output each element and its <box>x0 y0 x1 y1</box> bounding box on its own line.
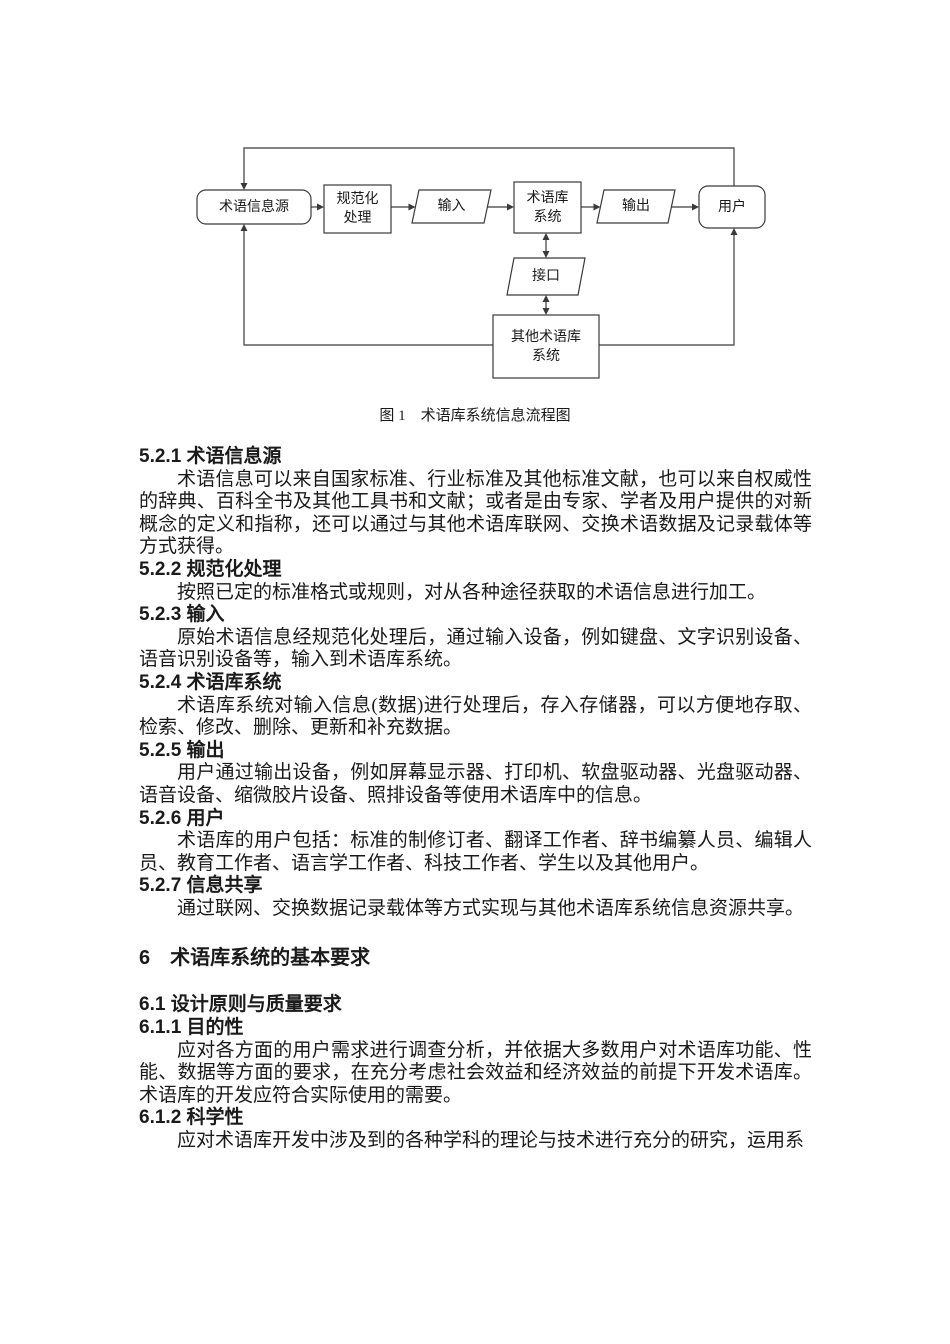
section-5-2-6: 5.2.6 用户 术语库的用户包括：标准的制修订者、翻译工作者、辞书编纂人员、编… <box>139 808 812 876</box>
output-node-shape <box>596 189 676 224</box>
arrow-into-normalize <box>317 203 324 211</box>
section-5-2-1: 5.2.1 术语信息源 术语信息可以来自国家标准、行业标准及其他标准文献，也可以… <box>139 446 812 559</box>
line-other-to-user <box>599 235 735 346</box>
information-flow-diagram: 术语信息源 规范化 处理 输入 术语库 系统 输出 用户 接口 其他术语库 系统 <box>139 145 811 391</box>
interface-node-shape <box>506 257 586 296</box>
section-heading: 6.1.2 科学性 <box>139 1107 244 1129</box>
arrow-into-source-bottom <box>240 224 248 231</box>
section-heading: 5.2.4 术语库系统 <box>139 671 282 693</box>
section-5-2-4: 5.2.4 术语库系统 术语库系统对输入信息(数据)进行处理后，存入存储器，可以… <box>139 672 812 740</box>
section-5-2-2: 5.2.2 规范化处理 按照已定的标准格式或规则，对从各种途径获取的术语信息进行… <box>139 559 812 604</box>
section-6-1-heading: 6.1 设计原则与质量要求 <box>139 994 342 1016</box>
figure-caption: 图 1 术语库系统信息流程图 <box>379 408 571 424</box>
section-paragraph: 应对各方面的用户需求进行调查分析，并依据大多数用户对术语库功能、性能、数据等方面… <box>139 1039 812 1106</box>
flow-diagram-canvas <box>196 147 766 379</box>
arrow-into-input <box>408 203 416 211</box>
section-heading: 5.2.5 输出 <box>139 739 225 761</box>
arrow-into-user-bottom <box>730 228 738 235</box>
section-paragraph: 用户通过输出设备，例如屏幕显示器、打印机、软盘驱动器、光盘驱动器、语音设备、缩微… <box>139 762 812 806</box>
arrow-into-source-top <box>240 183 248 190</box>
section-5-2-7: 5.2.7 信息共享 通过联网、交换数据记录载体等方式实现与其他术语库系统信息资… <box>139 875 812 920</box>
user-node-shape <box>698 185 766 229</box>
section-paragraph: 术语信息可以来自国家标准、行业标准及其他标准文献，也可以来自权威性的辞典、百科全… <box>139 468 812 558</box>
arrow-into-interface-bottom <box>542 295 550 302</box>
section-paragraph: 应对术语库开发中涉及到的各种学科的理论与技术进行充分的研究，运用系 <box>177 1130 805 1152</box>
source-node-shape <box>196 189 312 225</box>
section-paragraph: 原始术语信息经规范化处理后，通过输入设备，例如键盘、文字识别设备、语音识别设备等… <box>139 626 812 671</box>
arrowheads <box>240 183 738 315</box>
section-paragraph: 术语库系统对输入信息(数据)进行处理后，存入存储器，可以方便地存取、检索、修改、… <box>139 694 812 739</box>
normalize-node-shape <box>323 184 392 234</box>
section-paragraph: 通过联网、交换数据记录载体等方式实现与其他术语库系统信息资源共享。 <box>177 897 805 919</box>
section-heading: 5.2.1 术语信息源 <box>139 446 282 467</box>
section-paragraph: 按照已定的标准格式或规则，对从各种途径获取的术语信息进行加工。 <box>177 581 767 603</box>
arrow-into-output <box>593 203 601 211</box>
system-node-shape <box>513 181 582 234</box>
section-5-2-3: 5.2.3 输入 原始术语信息经规范化处理后，通过输入设备，例如键盘、文字识别设… <box>139 604 812 672</box>
section-heading: 5.2.7 信息共享 <box>139 875 263 897</box>
line-other-to-source <box>243 231 493 346</box>
feedback-line-user-to-source <box>243 147 735 186</box>
arrow-into-user <box>692 203 699 211</box>
section-heading: 5.2.3 输入 <box>139 604 225 626</box>
section-paragraph: 术语库的用户包括：标准的制修订者、翻译工作者、辞书编纂人员、编辑人员、教育工作者… <box>139 830 812 874</box>
arrow-into-system-bottom <box>542 233 550 240</box>
section-heading: 5.2.6 用户 <box>139 807 225 829</box>
arrow-into-other-top <box>542 308 550 315</box>
chapter-6-heading: 6 术语库系统的基本要求 <box>139 947 371 970</box>
section-5-2-5: 5.2.5 输出 用户通过输出设备，例如屏幕显示器、打印机、软盘驱动器、光盘驱动… <box>139 740 812 808</box>
section-6-1-2: 6.1.2 科学性 应对术语库开发中涉及到的各种学科的理论与技术进行充分的研究，… <box>139 1107 812 1152</box>
section-6-1-1: 6.1.1 目的性 应对各方面的用户需求进行调查分析，并依据大多数用户对术语库功… <box>139 1017 812 1107</box>
section-heading: 5.2.2 规范化处理 <box>139 558 282 580</box>
other-system-node-shape <box>492 314 600 379</box>
arrow-into-interface-top <box>542 251 550 258</box>
input-node-shape <box>411 189 492 224</box>
document-body: 5.2.1 术语信息源 术语信息可以来自国家标准、行业标准及其他标准文献，也可以… <box>139 446 812 1153</box>
arrow-into-system <box>507 203 514 211</box>
section-heading: 6.1.1 目的性 <box>139 1017 244 1039</box>
